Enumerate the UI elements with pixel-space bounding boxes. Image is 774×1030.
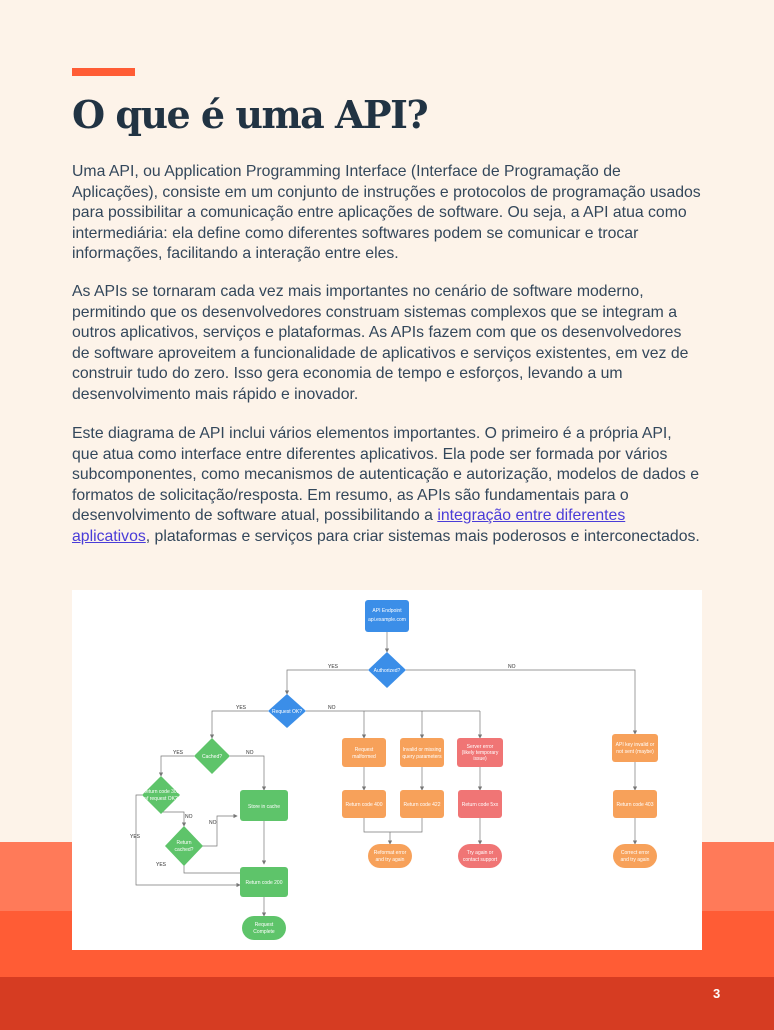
retry-correct-label: Correct error (621, 850, 650, 856)
return-302-label: Return code 302 (143, 789, 180, 795)
edge-label-yes: YES (130, 834, 141, 840)
authorized-label: Authorized? (374, 668, 401, 674)
paragraph-3-text-start: Este diagrama de API inclui vários eleme… (72, 425, 699, 524)
footer-band-dark (0, 977, 774, 1030)
return-5xx-label: Return code 5xx (462, 802, 499, 808)
api-endpoint-title: API Endpoint (372, 608, 402, 614)
retry-reformat-label: Reformat error (374, 850, 407, 856)
request-complete-label: Complete (253, 929, 275, 935)
edge-label-yes: YES (173, 750, 184, 756)
retry-support-label: contact support (463, 857, 498, 863)
request-ok-decision (268, 694, 306, 728)
return-cached-decision (165, 826, 203, 866)
return-403-node (613, 790, 657, 818)
edge-label-no: NO (328, 705, 336, 711)
integration-link[interactable]: integração entre diferentes aplicativos (72, 507, 626, 545)
retry-support-label: Try again or (467, 850, 494, 856)
request-complete-label: Request (255, 922, 274, 928)
edge-label-no: NO (246, 750, 254, 756)
missing-params-label: Invalid or missing (403, 747, 442, 753)
edge-label-no: NO (508, 664, 516, 670)
title-accent-bar (72, 68, 135, 76)
store-cache-node (240, 790, 288, 821)
return-400-label: Return code 400 (346, 802, 383, 808)
page-title: O que é uma API? (72, 92, 429, 137)
retry-correct-node (613, 844, 657, 868)
edge-label-no: NO (209, 820, 217, 826)
paragraph-3-text-end: , plataformas e serviços para criar sist… (145, 527, 700, 545)
api-flowchart-diagram: YES NO YES NO YES NO NO NO YES YES API E… (72, 590, 702, 950)
store-cache-label: Store in cache (248, 804, 280, 810)
paragraph-importance: As APIs se tornaram cada vez mais import… (72, 283, 689, 403)
edge-label-yes: YES (236, 705, 247, 711)
edge-label-no: NO (185, 814, 193, 820)
return-200-label: Return code 200 (246, 880, 283, 886)
malformed-request-label: malformed (352, 754, 376, 760)
return-400-node (342, 790, 386, 818)
edge-label-yes: YES (328, 664, 339, 670)
missing-params-label: query parameters (402, 754, 442, 760)
return-302-label: of request OK? (144, 796, 178, 802)
retry-support-node (458, 844, 502, 868)
retry-reformat-label: and try again (376, 857, 405, 863)
server-error-label: (likely temporary (462, 750, 499, 756)
api-key-invalid-label: not sent (maybe) (616, 749, 654, 755)
request-ok-label: Request OK? (272, 709, 302, 715)
return-cached-label: Return (176, 840, 191, 846)
paragraph-intro: Uma API, ou Application Programming Inte… (72, 163, 701, 262)
return-5xx-node (458, 790, 502, 818)
missing-params-node (400, 738, 444, 767)
server-error-label: Server error (467, 744, 494, 750)
retry-reformat-node (368, 844, 412, 868)
request-complete-node (242, 916, 286, 940)
return-422-label: Return code 422 (404, 802, 441, 808)
flowchart-connectors (135, 632, 638, 917)
api-endpoint-url: api.example.com (368, 617, 406, 623)
malformed-request-label: Request (355, 747, 374, 753)
page-number: 3 (713, 986, 721, 1001)
edge-label-yes: YES (156, 862, 167, 868)
server-error-label: issue) (473, 756, 487, 762)
cached-label: Cached? (202, 754, 222, 760)
return-302-decision (142, 776, 180, 814)
return-403-label: Return code 403 (617, 802, 654, 808)
authorized-decision (368, 652, 406, 688)
return-422-node (400, 790, 444, 818)
server-error-node (457, 738, 503, 767)
paragraph-diagram-description: Este diagrama de API inclui vários eleme… (72, 424, 702, 547)
malformed-request-node (342, 738, 386, 767)
cached-decision (194, 738, 230, 774)
api-key-invalid-label: API key invalid or (616, 742, 655, 748)
return-200-node (240, 867, 288, 897)
api-endpoint-node (365, 600, 409, 632)
api-key-invalid-node (612, 734, 658, 762)
return-cached-label: cached? (175, 847, 194, 853)
flowchart-svg: YES NO YES NO YES NO NO NO YES YES API E… (130, 600, 658, 940)
retry-correct-label: and try again (621, 857, 650, 863)
